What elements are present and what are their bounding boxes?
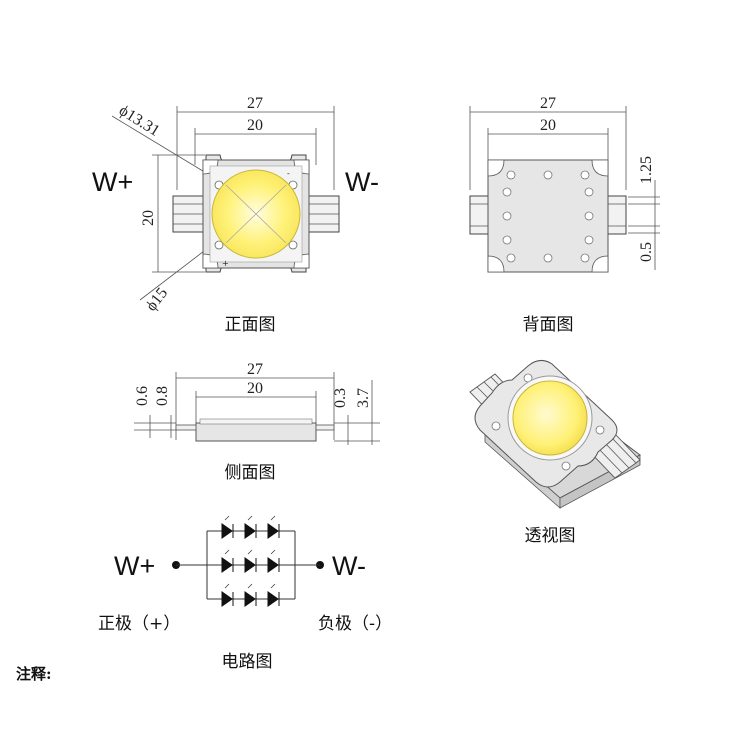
circuit-label-negative: W- [332,551,366,581]
note-label: 注释: [16,665,52,683]
perspective-led-lens [512,380,588,456]
perspective-view-caption: 透视图 [525,526,576,546]
side-dim-left-a: 0.6 [134,386,151,406]
front-pad-plus-mark: + [222,259,229,268]
side-dim-width-inner: 20 [247,380,263,397]
circuit-positive-pole: 正极（+） [98,614,180,634]
front-view: 27 20 20 ϕ13.31 ϕ15 [92,95,379,335]
front-pad-minus-mark: - [287,169,290,178]
led-diode-array [221,523,280,607]
back-dim-pin-width: 1.25 [638,156,655,184]
back-view: 27 20 1.25 0.5 背面图 [469,95,660,335]
emission-arrows [224,515,276,589]
circuit-diagram: W+ W- [98,515,392,672]
side-dim-width-outer: 27 [247,361,263,378]
perspective-view: 透视图 [469,360,641,546]
back-dim-pin-gap: 0.5 [638,242,655,262]
circuit-negative-pole: 负极（-） [318,614,392,634]
back-view-caption: 背面图 [523,315,574,335]
front-label-negative: W- [345,167,379,197]
side-dim-right-b: 3.7 [355,388,372,408]
side-view-caption: 侧面图 [225,463,276,483]
front-dim-width-outer: 27 [247,95,263,112]
front-view-caption: 正面图 [225,315,276,335]
side-substrate [195,422,317,442]
side-dim-right-a: 0.3 [332,388,349,408]
back-dim-width-inner: 20 [540,117,556,134]
side-view: 27 20 0.6 0.8 0.3 3.7 侧面图 [134,361,380,483]
side-dim-left-b: 0.8 [154,386,171,406]
front-dim-hole-diameter: ϕ15 [143,285,171,315]
front-dim-width-inner: 20 [247,117,263,134]
back-dim-width-outer: 27 [540,95,556,112]
front-dim-lens-diameter: ϕ13.31 [116,102,163,140]
front-dim-height: 20 [140,210,157,226]
circuit-label-positive: W+ [114,551,155,581]
circuit-caption: 电路图 [222,652,273,672]
front-label-positive: W+ [92,167,133,197]
